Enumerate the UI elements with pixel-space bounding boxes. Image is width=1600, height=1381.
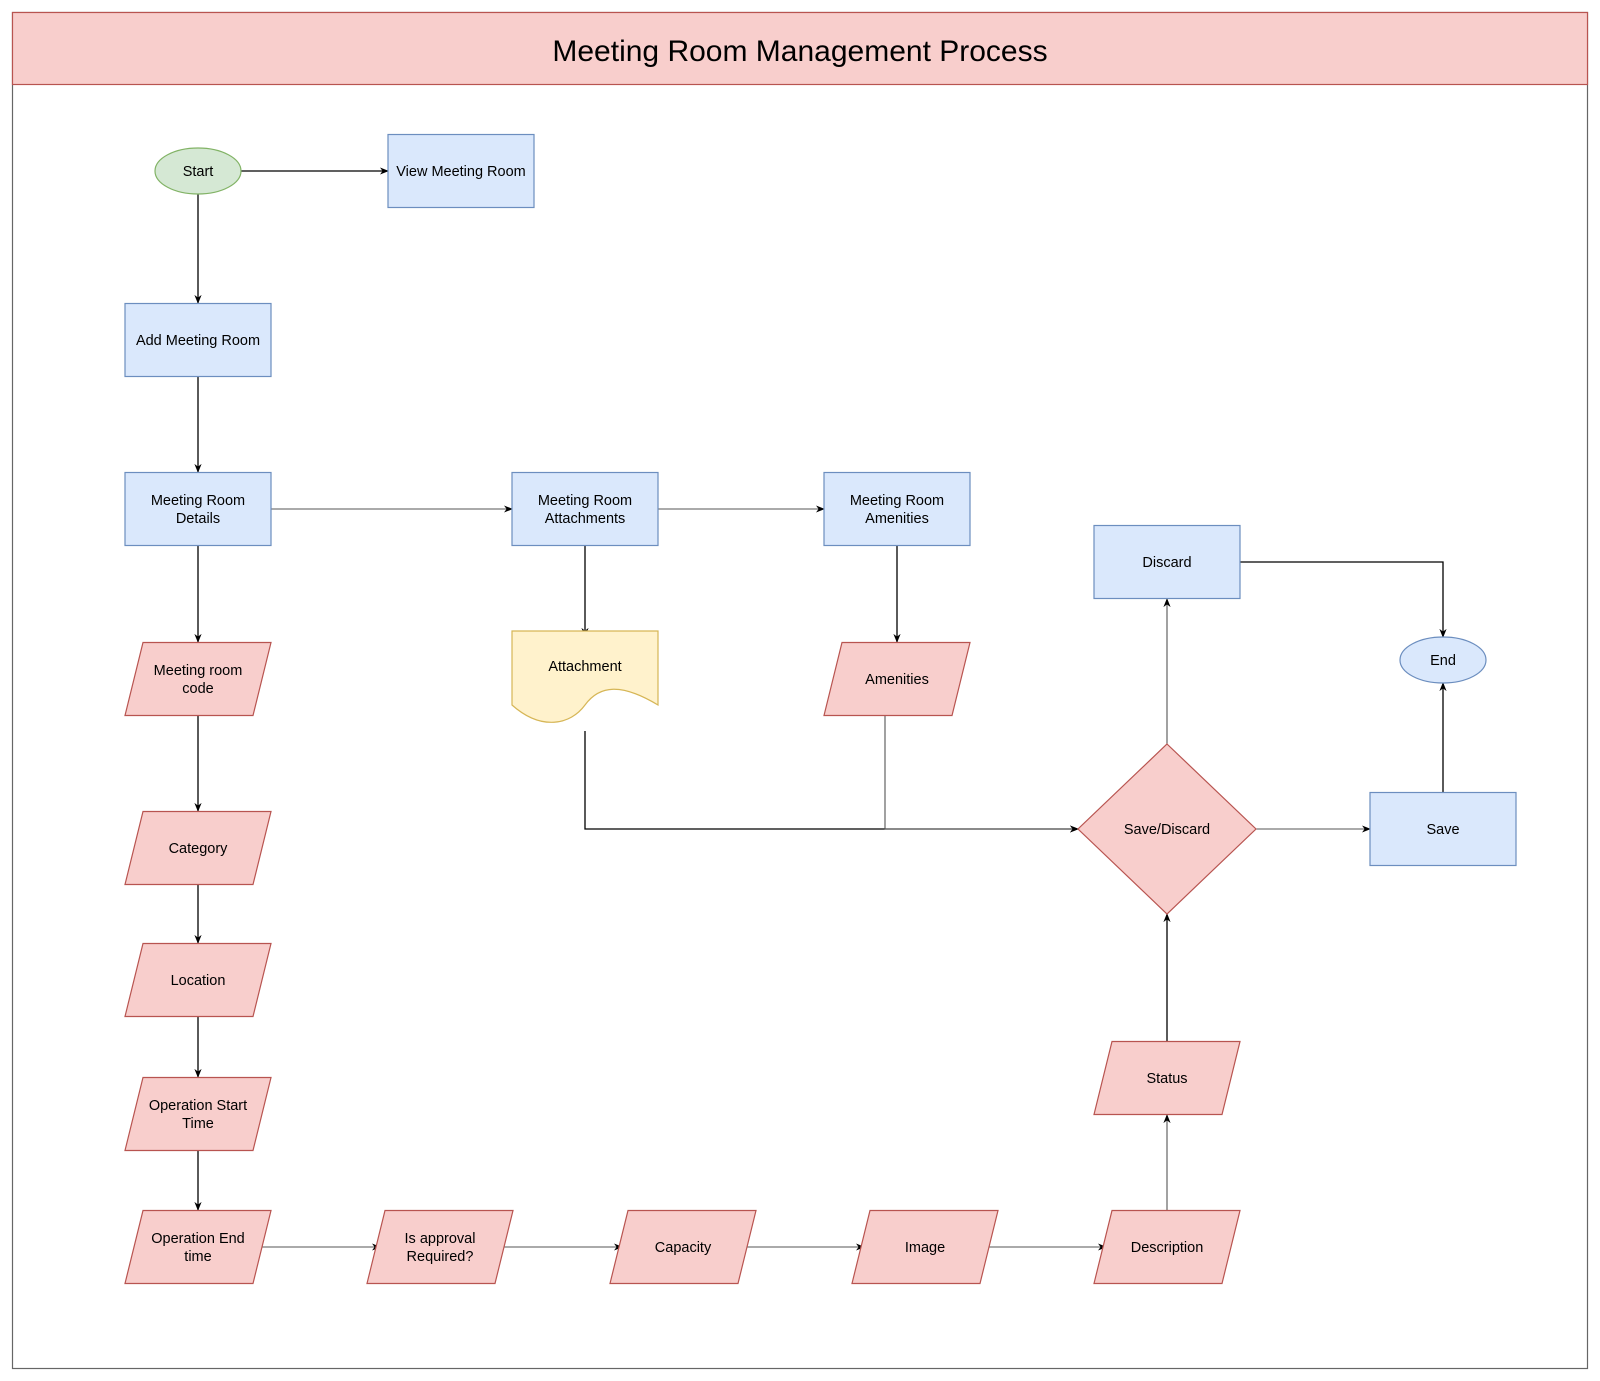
description-shape xyxy=(1093,1209,1241,1285)
attachment-doc-label: Attachment xyxy=(548,659,621,675)
node-status: Status xyxy=(1093,1040,1241,1116)
node-description: Description xyxy=(1093,1209,1241,1285)
diagram-frame xyxy=(11,11,1589,1370)
node-location: Location xyxy=(124,942,272,1018)
discard-label: Discard xyxy=(1142,555,1191,571)
category-label: Category xyxy=(169,841,229,857)
view-label: View Meeting Room xyxy=(396,164,526,180)
node-view: View Meeting Room xyxy=(387,133,535,209)
approval-shape xyxy=(366,1209,514,1285)
node-decision: Save/Discard xyxy=(1077,743,1257,915)
node-image: Image xyxy=(851,1209,999,1285)
node-attachment-doc: Attachment xyxy=(511,630,659,723)
edge-amenities-io-to-decision xyxy=(884,716,1079,833)
details-shape xyxy=(124,471,272,547)
decision-label: Save/Discard xyxy=(1124,822,1210,838)
diagram-title: Meeting Room Management Process xyxy=(552,35,1047,68)
start-label: Start xyxy=(183,164,214,180)
node-capacity: Capacity xyxy=(609,1209,757,1285)
save-shape xyxy=(1369,791,1517,867)
capacity-label: Capacity xyxy=(655,1240,712,1256)
add-label: Add Meeting Room xyxy=(136,333,260,349)
category-shape xyxy=(124,810,272,886)
end-label: End xyxy=(1430,653,1456,669)
location-shape xyxy=(124,942,272,1018)
add-shape xyxy=(124,302,272,378)
node-start: Start xyxy=(154,147,242,195)
attachment-doc-shape xyxy=(511,630,659,723)
discard-shape xyxy=(1093,524,1241,600)
status-label: Status xyxy=(1146,1071,1187,1087)
capacity-shape xyxy=(609,1209,757,1285)
amenities-io-shape xyxy=(823,641,971,717)
location-label: Location xyxy=(171,973,226,989)
node-add: Add Meeting Room xyxy=(124,302,272,378)
node-end: End xyxy=(1399,636,1487,684)
status-shape xyxy=(1093,1040,1241,1116)
end-shape xyxy=(1399,636,1487,684)
op-start-shape xyxy=(124,1076,272,1152)
description-label: Description xyxy=(1131,1240,1204,1256)
node-save: Save xyxy=(1369,791,1517,867)
view-shape xyxy=(387,133,535,209)
edge-discard-to-end xyxy=(1240,561,1447,638)
image-label: Image xyxy=(905,1240,945,1256)
op-end-shape xyxy=(124,1209,272,1285)
node-discard: Discard xyxy=(1093,524,1241,600)
amenities-proc-shape xyxy=(823,471,971,547)
code-shape xyxy=(124,641,272,717)
image-shape xyxy=(851,1209,999,1285)
amenities-io-label: Amenities xyxy=(865,672,929,688)
attachments-shape xyxy=(511,471,659,547)
title-band xyxy=(11,11,1589,86)
node-amenities-io: Amenities xyxy=(823,641,971,717)
decision-shape xyxy=(1077,743,1257,915)
save-label: Save xyxy=(1426,822,1459,838)
edges-layer xyxy=(194,167,1447,1251)
node-category: Category xyxy=(124,810,272,886)
start-shape xyxy=(154,147,242,195)
